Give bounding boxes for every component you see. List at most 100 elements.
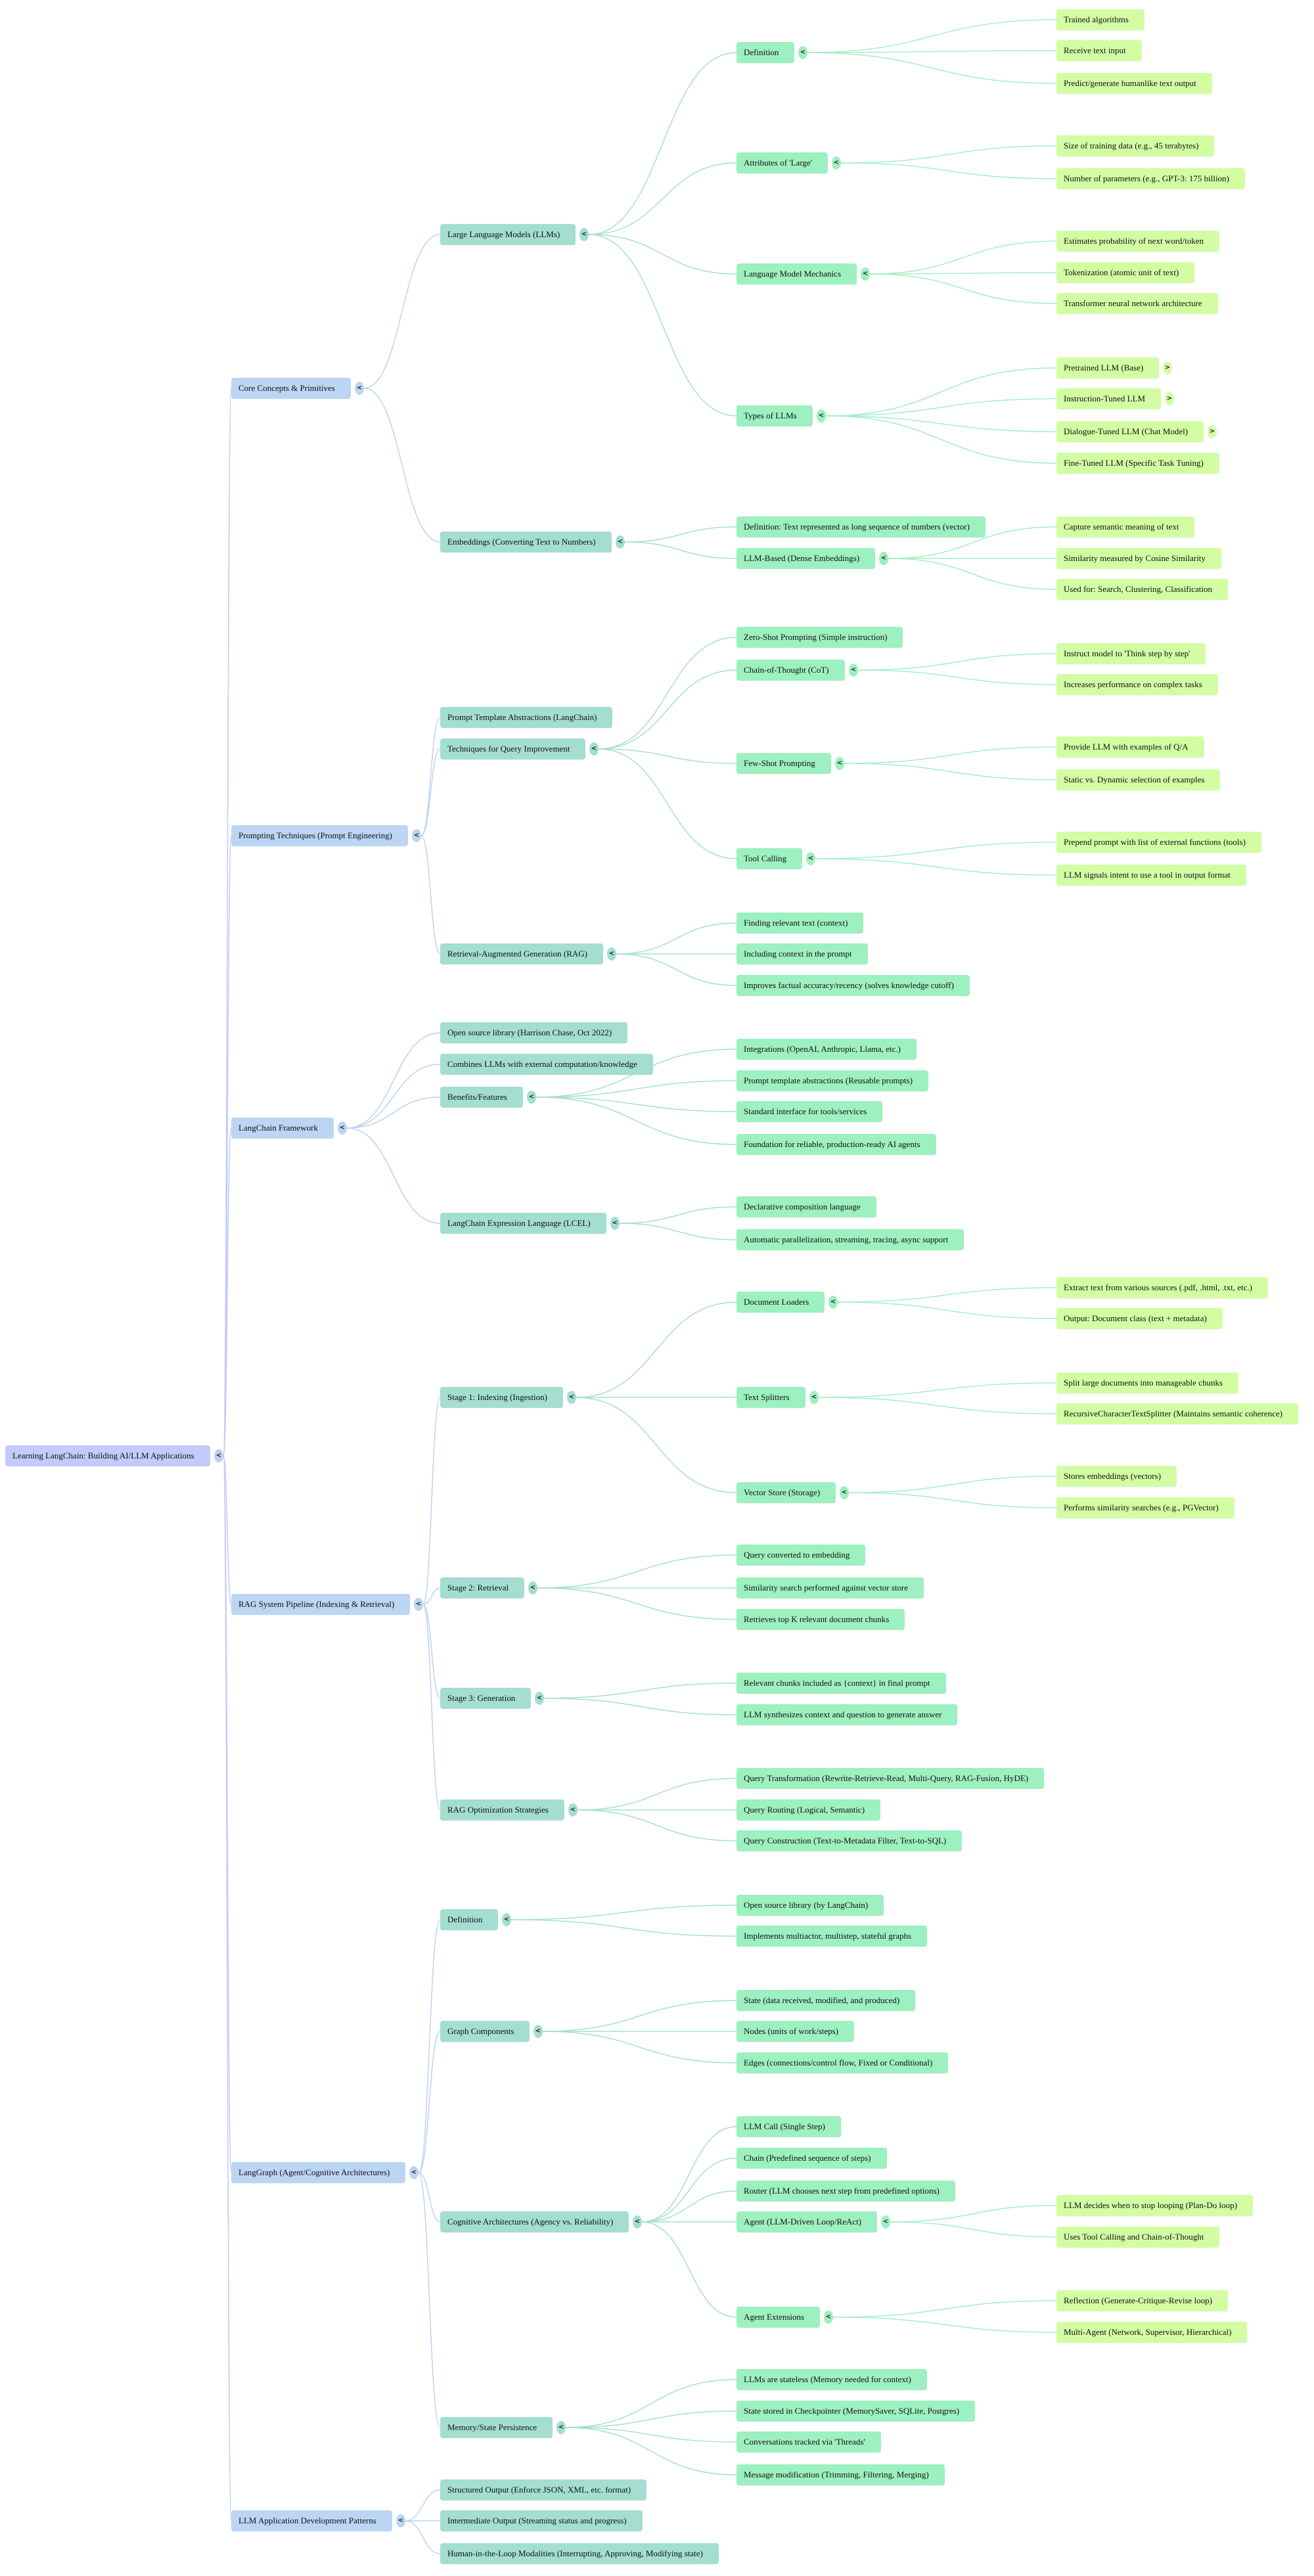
node-langchain-framework[interactable]: LangChain Framework [231,1118,334,1139]
node-nodes-units-of-work-steps[interactable]: Nodes (units of work/steps) [736,2021,855,2042]
collapse-toggle-icon[interactable]: < [528,1581,537,1594]
collapse-toggle-icon[interactable]: < [396,2514,405,2527]
node-including-context-in-the-prompt[interactable]: Including context in the prompt [736,943,868,964]
collapse-toggle-icon[interactable]: < [806,852,815,865]
node-combines-llms-with-external-computation-[interactable]: Combines LLMs with external computation/… [440,1054,653,1075]
node-query-construction-text-to-metadata-filt[interactable]: Query Construction (Text-to-Metadata Fil… [736,1830,963,1851]
collapse-toggle-icon[interactable]: < [881,2215,890,2228]
node-attributes-of-large[interactable]: Attributes of 'Large' [736,152,828,173]
node-reflection-generate-critique-revise-loop[interactable]: Reflection (Generate-Critique-Revise loo… [1056,2290,1228,2311]
node-document-loaders[interactable]: Document Loaders [736,1292,825,1313]
node-llm-application-development-patterns[interactable]: LLM Application Development Patterns [231,2510,392,2531]
node-dialogue-tuned-llm-chat-model[interactable]: Dialogue-Tuned LLM (Chat Model) [1056,421,1204,442]
node-llms-are-stateless-memory-needed-for-con[interactable]: LLMs are stateless (Memory needed for co… [736,2369,927,2390]
node-text-splitters[interactable]: Text Splitters [736,1387,805,1408]
node-tokenization-atomic-unit-of-text[interactable]: Tokenization (atomic unit of text) [1056,262,1195,283]
node-language-model-mechanics[interactable]: Language Model Mechanics [736,263,857,284]
node-size-of-training-data-e-g-45-terabytes[interactable]: Size of training data (e.g., 45 terabyte… [1056,135,1215,156]
node-split-large-documents-into-manageable-ch[interactable]: Split large documents into manageable ch… [1056,1372,1239,1393]
node-conversations-tracked-via-threads[interactable]: Conversations tracked via 'Threads' [736,2431,881,2452]
collapse-toggle-icon[interactable]: < [840,1486,849,1499]
node-static-vs-dynamic-selection-of-examples[interactable]: Static vs. Dynamic selection of examples [1056,769,1221,790]
node-retrieval-augmented-generation-rag[interactable]: Retrieval-Augmented Generation (RAG) [440,943,603,964]
collapse-toggle-icon[interactable]: < [533,2025,543,2038]
node-chain-predefined-sequence-of-steps[interactable]: Chain (Predefined sequence of steps) [736,2148,887,2169]
expand-toggle-icon[interactable]: > [1163,361,1172,374]
node-query-routing-logical-semantic[interactable]: Query Routing (Logical, Semantic) [736,1799,881,1820]
collapse-toggle-icon[interactable]: < [556,2421,566,2434]
collapse-toggle-icon[interactable]: < [535,1692,544,1705]
node-implements-multiactor-multistep-stateful[interactable]: Implements multiactor, multistep, statef… [736,1926,928,1947]
node-estimates-probability-of-next-word-token[interactable]: Estimates probability of next word/token [1056,231,1220,252]
node-extract-text-from-various-sources-pdf-ht[interactable]: Extract text from various sources (.pdf,… [1056,1277,1269,1298]
node-langchain-expression-language-lcel[interactable]: LangChain Expression Language (LCEL) [440,1213,606,1234]
node-embeddings-converting-text-to-numbers[interactable]: Embeddings (Converting Text to Numbers) [440,531,612,553]
node-memory-state-persistence[interactable]: Memory/State Persistence [440,2417,553,2438]
node-llm-signals-intent-to-use-a-tool-in-outp[interactable]: LLM signals intent to use a tool in outp… [1056,865,1246,886]
node-cognitive-architectures-agency-vs-reliab[interactable]: Cognitive Architectures (Agency vs. Reli… [440,2211,629,2232]
node-agent-llm-driven-loop-react[interactable]: Agent (LLM-Driven Loop/ReAct) [736,2211,878,2232]
collapse-toggle-icon[interactable]: < [409,2166,419,2179]
node-agent-extensions[interactable]: Agent Extensions [736,2307,821,2328]
node-query-transformation-rewrite-retrieve-re[interactable]: Query Transformation (Rewrite-Retrieve-R… [736,1768,1045,1789]
node-retrieves-top-k-relevant-document-chunks[interactable]: Retrieves top K relevant document chunks [736,1609,905,1630]
node-router-llm-chooses-next-step-from-predef[interactable]: Router (LLM chooses next step from prede… [736,2181,955,2202]
collapse-toggle-icon[interactable]: < [835,757,844,770]
node-stage-3-generation[interactable]: Stage 3: Generation [440,1688,532,1709]
expand-toggle-icon[interactable]: > [1208,425,1217,438]
node-relevant-chunks-included-as-context-in-f[interactable]: Relevant chunks included as {context} in… [736,1673,946,1694]
node-prompt-template-abstractions-langchain[interactable]: Prompt Template Abstractions (LangChain) [440,707,613,728]
node-tool-calling[interactable]: Tool Calling [736,848,803,869]
node-techniques-for-query-improvement[interactable]: Techniques for Query Improvement [440,738,586,759]
node-similarity-measured-by-cosine-similarity[interactable]: Similarity measured by Cosine Similarity [1056,548,1221,569]
node-definition[interactable]: Definition [736,42,795,63]
node-improves-factual-accuracy-recency-solves[interactable]: Improves factual accuracy/recency (solve… [736,975,970,996]
node-large-language-models-llms[interactable]: Large Language Models (LLMs) [440,224,576,245]
node-types-of-llms[interactable]: Types of LLMs [736,405,813,426]
node-definition[interactable]: Definition [440,1909,499,1930]
node-llm-synthesizes-context-and-question-to-[interactable]: LLM synthesizes context and question to … [736,1704,958,1725]
node-standard-interface-for-tools-services[interactable]: Standard interface for tools/services [736,1101,883,1122]
collapse-toggle-icon[interactable]: < [824,2311,833,2324]
collapse-toggle-icon[interactable]: < [798,46,807,59]
root-node[interactable]: Learning LangChain: Building AI/LLM Appl… [5,1445,210,1466]
node-predict-generate-humanlike-text-output[interactable]: Predict/generate humanlike text output [1056,73,1212,94]
collapse-toggle-icon[interactable]: < [567,1391,576,1404]
collapse-toggle-icon[interactable]: < [610,1217,620,1230]
node-message-modification-trimming-filtering-[interactable]: Message modification (Trimming, Filterin… [736,2464,945,2485]
node-human-in-the-loop-modalities-interruptin[interactable]: Human-in-the-Loop Modalities (Interrupti… [440,2543,719,2564]
node-recursivecharactertextsplitter-maintains[interactable]: RecursiveCharacterTextSplitter (Maintain… [1056,1403,1298,1424]
collapse-toggle-icon[interactable]: < [338,1121,347,1135]
collapse-toggle-icon[interactable]: < [355,382,364,395]
collapse-toggle-icon[interactable]: < [568,1803,578,1817]
node-intermediate-output-streaming-status-and[interactable]: Intermediate Output (Streaming status an… [440,2510,643,2531]
node-open-source-library-by-langchain[interactable]: Open source library (by LangChain) [736,1895,884,1916]
node-used-for-search-clustering-classificatio[interactable]: Used for: Search, Clustering, Classifica… [1056,579,1229,600]
node-trained-algorithms[interactable]: Trained algorithms [1056,9,1144,30]
node-state-data-received-modified-and-produce[interactable]: State (data received, modified, and prod… [736,1990,916,2011]
collapse-toggle-icon[interactable]: < [527,1091,536,1104]
node-rag-optimization-strategies[interactable]: RAG Optimization Strategies [440,1799,564,1820]
node-zero-shot-prompting-simple-instruction[interactable]: Zero-Shot Prompting (Simple instruction) [736,627,903,648]
node-llm-decides-when-to-stop-looping-plan-do[interactable]: LLM decides when to stop looping (Plan-D… [1056,2195,1253,2216]
node-prompting-techniques-prompt-engineering[interactable]: Prompting Techniques (Prompt Engineering… [231,825,408,846]
node-stores-embeddings-vectors[interactable]: Stores embeddings (vectors) [1056,1466,1177,1487]
node-stage-2-retrieval[interactable]: Stage 2: Retrieval [440,1577,525,1598]
node-definition-text-represented-as-long-sequ[interactable]: Definition: Text represented as long seq… [736,516,986,537]
node-graph-components[interactable]: Graph Components [440,2021,530,2042]
node-open-source-library-harrison-chase-oct-2[interactable]: Open source library (Harrison Chase, Oct… [440,1022,628,1043]
collapse-toggle-icon[interactable]: < [412,829,421,842]
collapse-toggle-icon[interactable]: < [579,228,589,241]
node-prepend-prompt-with-list-of-external-fun[interactable]: Prepend prompt with list of external fun… [1056,832,1261,853]
node-query-converted-to-embedding[interactable]: Query converted to embedding [736,1545,866,1566]
node-structured-output-enforce-json-xml-etc-f[interactable]: Structured Output (Enforce JSON, XML, et… [440,2479,647,2500]
collapse-toggle-icon[interactable]: < [616,535,625,549]
node-finding-relevant-text-context[interactable]: Finding relevant text (context) [736,913,864,934]
collapse-toggle-icon[interactable]: < [633,2215,642,2228]
node-automatic-parallelization-streaming-trac[interactable]: Automatic parallelization, streaming, tr… [736,1229,964,1250]
node-receive-text-input[interactable]: Receive text input [1056,40,1142,61]
node-performs-similarity-searches-e-g-pgvecto[interactable]: Performs similarity searches (e.g., PGVe… [1056,1497,1235,1518]
collapse-toggle-icon[interactable]: < [414,1598,423,1611]
node-instruction-tuned-llm[interactable]: Instruction-Tuned LLM [1056,388,1162,409]
collapse-toggle-icon[interactable]: < [879,552,888,565]
